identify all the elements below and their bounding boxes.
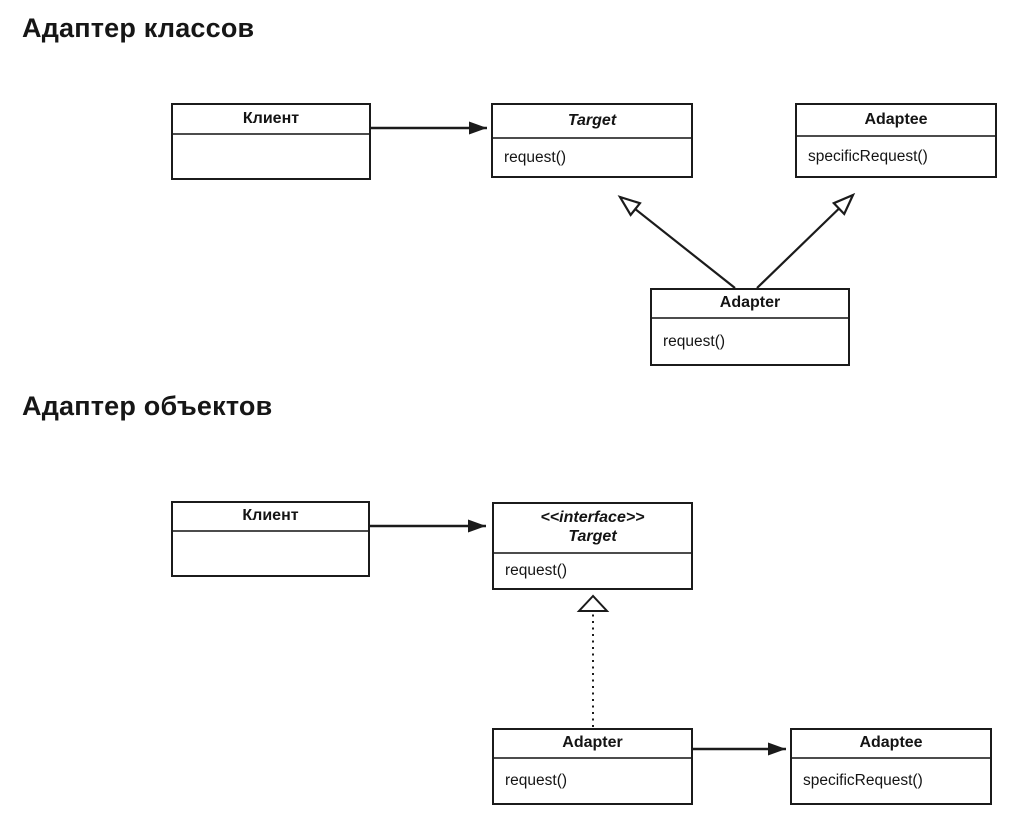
class-title-target-1: Target — [493, 105, 691, 139]
method-text: request() — [505, 562, 568, 579]
class-box-client-1: Клиент — [171, 103, 371, 180]
class-body-adaptee-2: specificRequest() — [792, 759, 990, 803]
stereotype-text: <<interface>> — [540, 509, 645, 527]
generalization-arrow-adapter-target — [620, 197, 736, 289]
class-title-adapter-2: Adapter — [494, 730, 691, 759]
class-box-adapter-2: Adapter request() — [492, 728, 693, 805]
class-name-text: Клиент — [242, 507, 299, 525]
class-title-adaptee-2: Adaptee — [792, 730, 990, 759]
class-box-client-2: Клиент — [171, 501, 370, 577]
section-title-class-adapter: Адаптер классов — [22, 13, 255, 43]
class-box-adaptee-1: Adaptee specificRequest() — [795, 103, 997, 178]
class-name-text: Adaptee — [864, 110, 928, 128]
class-body-adaptee-1: specificRequest() — [797, 137, 995, 176]
class-title-target-2: <<interface>> Target — [494, 504, 691, 554]
realization-triangle-head — [576, 594, 610, 612]
method-text: specificRequest() — [808, 147, 928, 165]
method-text: request() — [504, 148, 567, 166]
section-title-object-adapter: Адаптер объектов — [22, 391, 273, 421]
class-body-adapter-1: request() — [652, 319, 848, 364]
method-text: specificRequest() — [803, 772, 923, 789]
class-name-text: Adapter — [562, 734, 623, 752]
class-title-client-1: Клиент — [173, 105, 369, 135]
class-body-adapter-2: request() — [494, 759, 691, 803]
class-title-adaptee-1: Adaptee — [797, 105, 995, 137]
class-name-text: Target — [567, 111, 617, 129]
class-title-client-2: Клиент — [173, 503, 368, 532]
method-text: request() — [505, 772, 568, 789]
class-box-adaptee-2: Adaptee specificRequest() — [790, 728, 992, 805]
generalization-arrow-adapter-adaptee — [756, 195, 853, 289]
class-name-text: Клиент — [242, 109, 300, 127]
class-body-target-1: request() — [493, 139, 691, 176]
class-body-target-2: request() — [494, 554, 691, 588]
class-box-target-1: Target request() — [491, 103, 693, 178]
class-body-client-2 — [173, 532, 368, 575]
class-name-text: Target — [568, 528, 617, 545]
class-name-text: Adapter — [719, 294, 781, 312]
method-text: request() — [663, 332, 726, 350]
class-name-text: Adaptee — [859, 734, 923, 752]
class-body-client-1 — [173, 135, 369, 178]
class-box-adapter-1: Adapter request() — [650, 288, 850, 366]
class-title-adapter-1: Adapter — [652, 290, 848, 319]
class-box-target-2: <<interface>> Target request() — [492, 502, 693, 590]
